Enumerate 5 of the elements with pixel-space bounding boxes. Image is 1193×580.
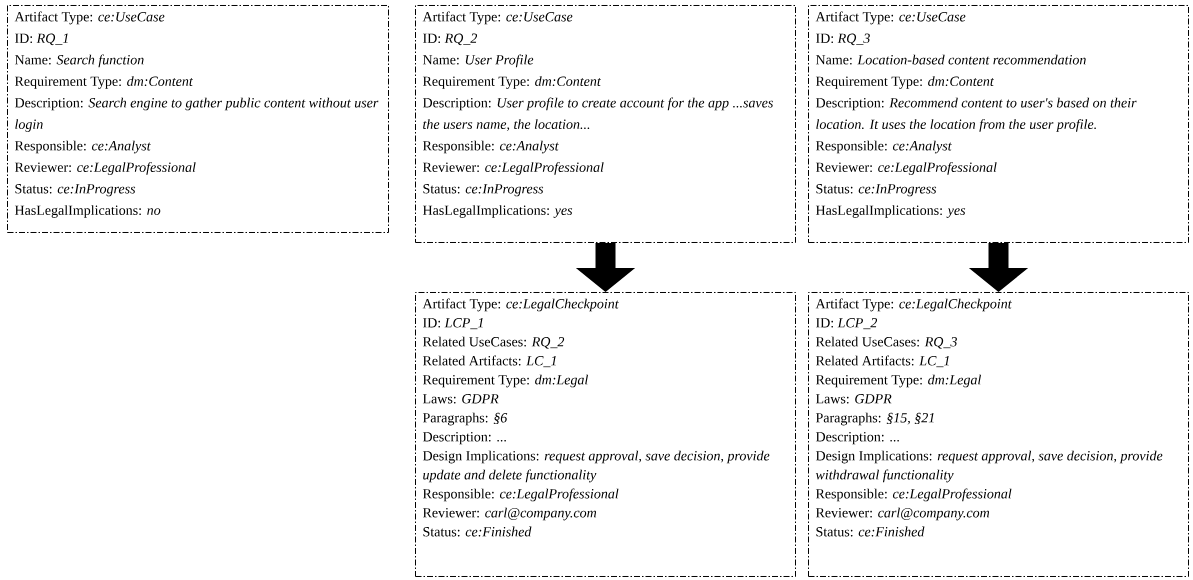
artifact-card: Artifact Type: ce:LegalCheckpoint ID: LCP_1 Related UseCases: RQ_2 Related Artifacts: LC_1 Requirement Type: dm:Legal Laws: GDPR Paragraphs: §6 Description: ... Design Implications: request approval, save decision, provide update and delete functionality Responsible: ce:LegalProfessional Reviewer: carl@company.com Status: ce:Finished xyxy=(415,292,796,577)
artifact-card: Artifact Type: ce:UseCase ID: RQ_3 Name: Location-based content recommendation Requirement Type: dm:Content Description: Recommend content to user's based on their location. It uses the location from the user profile. Responsible: ce:Analyst Reviewer: ce:LegalProfessional Status: ce:InProgress HasLegalImplications: yes xyxy=(808,5,1189,243)
artifact-card: Artifact Type: ce:UseCase ID: RQ_2 Name: User Profile Requirement Type: dm:Content Description: User profile to create account for the app ...saves the users name, the location... Responsible: ce:Analyst Reviewer: ce:LegalProfessional Status: ce:InProgress HasLegalImplications: yes xyxy=(415,5,796,243)
artifact-card: Artifact Type: ce:LegalCheckpoint ID: LCP_2 Related UseCases: RQ_3 Related Artifacts: LC_1 Requirement Type: dm:Legal Laws: GDPR Paragraphs: §15, §21 Description: ... Design Implications: request approval, save decision, provide withdrawal functionality Responsible: ce:LegalProfessional Reviewer: carl@company.com Status: ce:Finished xyxy=(808,292,1189,577)
artifact-card: Artifact Type: ce:UseCase ID: RQ_1 Name: Search function Requirement Type: dm:Content Description: Search engine to gather public content without user login Responsible: ce:Analyst Reviewer: ce:LegalProfessional Status: ce:InProgress HasLegalImplications: no xyxy=(7,5,389,233)
